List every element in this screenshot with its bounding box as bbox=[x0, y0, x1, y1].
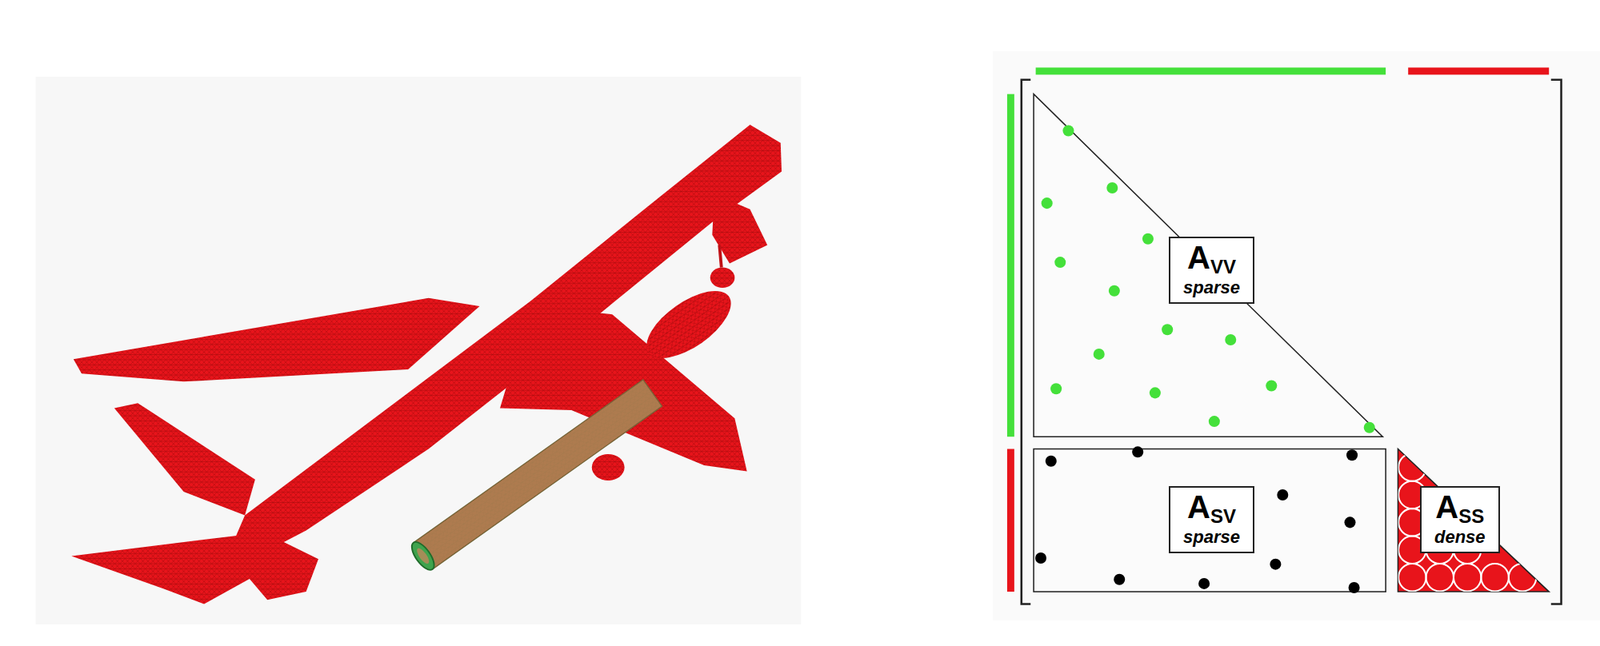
bracket bbox=[1551, 80, 1562, 605]
entry-dot bbox=[1045, 456, 1057, 468]
landing-gear-wheel bbox=[710, 267, 736, 288]
pattern-circle bbox=[1426, 564, 1454, 592]
dense-pattern bbox=[1398, 453, 1536, 592]
entry-dot bbox=[1364, 422, 1376, 434]
engine bbox=[592, 454, 625, 481]
matrix-symbol: A bbox=[1435, 489, 1459, 525]
matrix-label-box: ASSdense bbox=[1420, 486, 1500, 554]
entry-dot bbox=[1276, 489, 1288, 501]
label-heading: ASS bbox=[1434, 491, 1486, 527]
tail-part bbox=[244, 531, 319, 601]
cylinder-mesh bbox=[413, 380, 663, 570]
matrix-symbol: A bbox=[1187, 240, 1211, 276]
vertical-stabilizer bbox=[114, 403, 256, 516]
row-bar bbox=[1007, 449, 1015, 593]
entry-dot bbox=[1132, 446, 1144, 458]
entry-dot bbox=[1346, 449, 1358, 461]
entry-dot bbox=[1224, 334, 1236, 346]
engine bbox=[636, 278, 742, 372]
entry-dot bbox=[1106, 182, 1118, 194]
pattern-circle bbox=[1508, 564, 1536, 592]
matrix-triangle bbox=[1033, 94, 1383, 438]
entry-dot bbox=[1348, 582, 1360, 594]
panel-background bbox=[36, 76, 802, 625]
bracket bbox=[1021, 80, 1031, 605]
matrix-subscript: SV bbox=[1210, 505, 1236, 528]
entry-dot bbox=[1108, 285, 1120, 297]
entry-dot bbox=[1050, 383, 1062, 395]
entry-dot bbox=[1269, 559, 1281, 571]
sparsity-label: sparse bbox=[1183, 278, 1240, 298]
matrix-symbol: A bbox=[1187, 489, 1211, 525]
entry-dot bbox=[1149, 387, 1161, 399]
matrix-label-box: AVVsparse bbox=[1168, 236, 1255, 304]
entry-dot bbox=[1062, 125, 1074, 137]
entry-dot bbox=[1041, 197, 1053, 209]
pattern-circle bbox=[1398, 564, 1426, 592]
entry-dot bbox=[1208, 416, 1220, 428]
cylinder-body bbox=[413, 380, 663, 570]
volume-cylinder bbox=[408, 380, 663, 574]
matrix-block bbox=[1033, 449, 1386, 593]
entry-dot bbox=[1093, 348, 1105, 360]
entry-dot bbox=[1344, 516, 1356, 528]
sparse-entries bbox=[1041, 125, 1376, 434]
dense-triangle bbox=[1397, 449, 1549, 593]
matrix-subscript: SS bbox=[1458, 505, 1484, 528]
landing-gear bbox=[719, 244, 722, 268]
matrix-subscript: VV bbox=[1210, 256, 1236, 278]
entry-dot bbox=[1035, 552, 1047, 564]
far-wing bbox=[73, 298, 480, 383]
entry-dot bbox=[1161, 324, 1173, 336]
column-bar bbox=[1408, 67, 1549, 75]
cylinder-hole bbox=[414, 546, 432, 566]
pattern-circle bbox=[1480, 564, 1508, 592]
pattern-circle bbox=[1398, 453, 1426, 481]
pattern-circle bbox=[1453, 564, 1481, 592]
entry-dot bbox=[1113, 574, 1125, 586]
row-bar bbox=[1007, 94, 1015, 438]
sparsity-label: sparse bbox=[1183, 528, 1240, 548]
sparse-entries bbox=[1035, 446, 1360, 594]
column-bar bbox=[1036, 67, 1387, 75]
airplane-mesh bbox=[71, 124, 782, 604]
sparsity-label: dense bbox=[1434, 528, 1486, 548]
label-heading: ASV bbox=[1183, 491, 1240, 527]
label-heading: AVV bbox=[1183, 241, 1240, 277]
entry-dot bbox=[1142, 233, 1154, 245]
entry-dot bbox=[1265, 380, 1277, 392]
entry-dot bbox=[1198, 578, 1210, 590]
panel-background bbox=[992, 51, 1600, 621]
matrix-label-box: ASVsparse bbox=[1168, 486, 1255, 554]
entry-dot bbox=[1054, 256, 1066, 268]
cylinder-end bbox=[408, 539, 439, 575]
